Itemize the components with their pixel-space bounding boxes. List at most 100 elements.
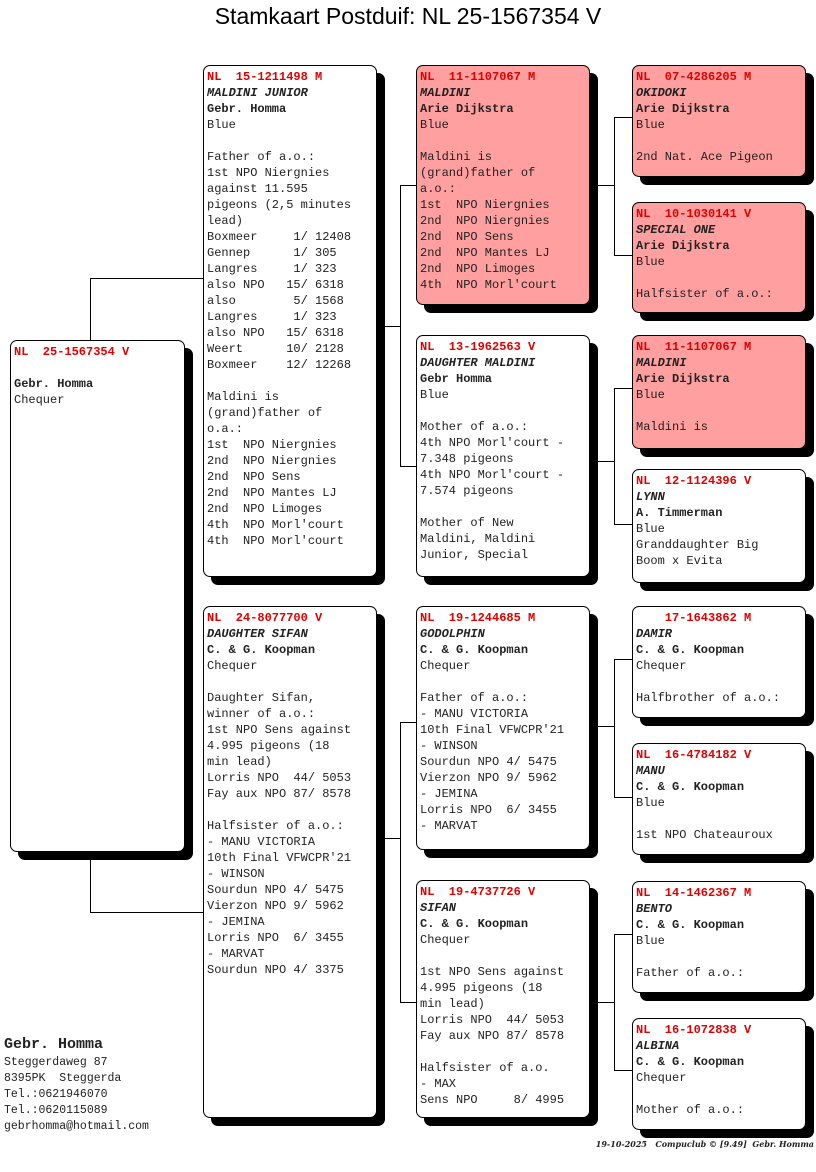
note-line bbox=[636, 270, 805, 286]
note-line: Boom x Evita bbox=[636, 554, 723, 568]
connector-line bbox=[614, 934, 632, 935]
note-line: Vierzon NPO 9/ 5962 bbox=[420, 771, 557, 785]
owner-info: Gebr. Homma Steggerdaweg 87 8395PK Stegg… bbox=[4, 1035, 149, 1135]
note-line bbox=[636, 1086, 805, 1102]
connector-line bbox=[598, 726, 614, 727]
note-line bbox=[207, 674, 376, 690]
breeder: C. & G. Koopman bbox=[207, 643, 316, 657]
connector-line bbox=[614, 659, 615, 797]
connector-line bbox=[400, 1002, 416, 1003]
note-line bbox=[636, 133, 805, 149]
note-line: lead) bbox=[207, 214, 244, 228]
footer: 19-10-2025 Compuclub © [9.49] Gebr. Homm… bbox=[595, 1139, 814, 1149]
pigeon-name: MALDINI JUNIOR bbox=[207, 86, 308, 100]
note-line: 2nd Nat. Ace Pigeon bbox=[636, 150, 773, 164]
ring-number: NL 15-1211498 M bbox=[207, 70, 323, 84]
connector-line bbox=[614, 659, 632, 660]
pigeon-color: Blue bbox=[636, 388, 665, 402]
note-line: 2nd NPO Niergnies bbox=[420, 214, 550, 228]
owner-email: gebrhomma@hotmail.com bbox=[4, 1120, 149, 1133]
page-title: Stamkaart Postduif: NL 25-1567354 V bbox=[214, 3, 602, 29]
note-line: Halfsister of a.o.: bbox=[207, 819, 344, 833]
note-line bbox=[420, 403, 589, 419]
breeder: C. & G. Koopman bbox=[420, 643, 529, 657]
note-line: (grand)father of bbox=[207, 406, 323, 420]
pigeon-name: MANU bbox=[636, 764, 665, 778]
pigeon-name: MALDINI bbox=[636, 356, 687, 370]
breeder: Arie Dijkstra bbox=[420, 102, 514, 116]
pigeon-name: DAUGHTER SIFAN bbox=[207, 627, 308, 641]
note-line: Weert 10/ 2128 bbox=[207, 342, 344, 356]
pigeon-color: Blue bbox=[636, 796, 665, 810]
pigeon-name: OKIDOKI bbox=[636, 86, 687, 100]
note-line: Lorris NPO 44/ 5053 bbox=[207, 771, 352, 785]
connector-line bbox=[400, 185, 416, 186]
note-line bbox=[420, 674, 589, 690]
ring-number: NL 19-4737726 V bbox=[420, 885, 536, 899]
note-line: 2nd NPO Limoges bbox=[420, 262, 536, 276]
connector-line bbox=[614, 1070, 632, 1071]
note-line: (grand)father of bbox=[420, 166, 536, 180]
note-line: 2nd NPO Mantes LJ bbox=[207, 486, 337, 500]
note-line: Langres 1/ 323 bbox=[207, 262, 337, 276]
note-line: a.o.: bbox=[420, 182, 457, 196]
note-line: - WINSON bbox=[420, 739, 478, 753]
connector-line bbox=[614, 388, 615, 524]
pigeon-card-mother: NL 24-8077700 V DAUGHTER SIFAN C. & G. Koo… bbox=[203, 606, 377, 1118]
pigeon-name: SIFAN bbox=[420, 901, 457, 915]
note-line: winner of a.o.: bbox=[207, 707, 316, 721]
breeder: A. Timmerman bbox=[636, 506, 723, 520]
note-line bbox=[207, 802, 376, 818]
ring-number: NL 10-1030141 V bbox=[636, 207, 752, 221]
ring-number: NL 24-8077700 V bbox=[207, 611, 323, 625]
owner-phone: Tel.:0620115089 bbox=[4, 1104, 108, 1117]
note-line: - MARVAT bbox=[207, 947, 265, 961]
connector-line bbox=[598, 185, 614, 186]
note-line: Junior, Special bbox=[420, 548, 529, 562]
pigeon-color: Chequer bbox=[420, 659, 471, 673]
breeder: Arie Dijkstra bbox=[636, 239, 730, 253]
breeder: Arie Dijkstra bbox=[636, 102, 730, 116]
note-line: Boxmeer 1/ 12408 bbox=[207, 230, 352, 244]
note-line: 4th NPO Morl'court bbox=[207, 518, 344, 532]
owner-address: Steggerdaweg 87 bbox=[4, 1056, 108, 1069]
note-line: 1st NPO Sens against bbox=[207, 723, 352, 737]
connector-line bbox=[400, 466, 416, 467]
connector-line bbox=[385, 326, 400, 327]
owner-name: Gebr. Homma bbox=[4, 1036, 104, 1053]
note-line bbox=[636, 674, 805, 690]
note-line: Mother of New bbox=[420, 516, 514, 530]
pigeon-name: MALDINI bbox=[420, 86, 471, 100]
note-line: Boxmeer 12/ 12268 bbox=[207, 358, 352, 372]
note-line: 4.995 pigeons (18 bbox=[207, 739, 330, 753]
connector-line bbox=[598, 1002, 614, 1003]
note-line: Sourdun NPO 4/ 5475 bbox=[207, 883, 344, 897]
note-line: 2nd NPO Mantes LJ bbox=[420, 246, 550, 260]
connector-line bbox=[614, 524, 632, 525]
note-line: Mother of a.o.: bbox=[420, 420, 529, 434]
note-line bbox=[636, 811, 805, 827]
note-line: 4th NPO Morl'court - bbox=[420, 436, 565, 450]
note-line: Maldini is bbox=[636, 420, 709, 434]
note-line: 1st NPO Niergnies bbox=[207, 438, 337, 452]
note-line bbox=[420, 499, 589, 515]
pigeon-color: Blue bbox=[636, 522, 665, 536]
ring-number: NL 16-4784182 V bbox=[636, 748, 752, 762]
note-line: Fay aux NPO 87/ 8578 bbox=[420, 1029, 565, 1043]
note-line: Lorris NPO 44/ 5053 bbox=[420, 1013, 565, 1027]
connector-line bbox=[90, 860, 91, 912]
note-line: Mother of a.o.: bbox=[636, 1103, 745, 1117]
note-line bbox=[207, 133, 376, 149]
breeder: C. & G. Koopman bbox=[636, 918, 745, 932]
note-line: Gennep 1/ 305 bbox=[207, 246, 337, 260]
note-line: - MANU VICTORIA bbox=[207, 835, 316, 849]
connector-line bbox=[614, 797, 632, 798]
breeder: C. & G. Koopman bbox=[636, 1055, 745, 1069]
note-line: 4th NPO Morl'court bbox=[420, 278, 557, 292]
ring-number: NL 13-1962563 V bbox=[420, 340, 536, 354]
